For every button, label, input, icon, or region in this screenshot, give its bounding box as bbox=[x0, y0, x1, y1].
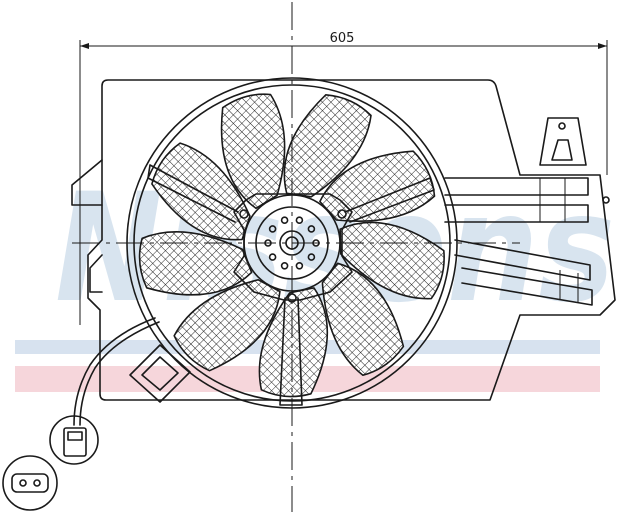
fan-struts bbox=[147, 164, 435, 406]
hub-hole bbox=[295, 261, 304, 270]
fan-blade bbox=[283, 94, 372, 198]
hub-hole bbox=[268, 253, 277, 261]
fan-blade bbox=[319, 150, 436, 223]
connector-plug-circle bbox=[2, 455, 58, 511]
hub-hole bbox=[307, 225, 316, 233]
wiring-harness bbox=[2, 317, 160, 511]
hub-hole bbox=[307, 253, 316, 261]
hub-hole bbox=[280, 261, 289, 270]
fan-blade bbox=[258, 287, 329, 398]
hub-hole bbox=[295, 216, 304, 224]
fan-blade bbox=[138, 231, 253, 296]
fan-blade bbox=[321, 262, 405, 376]
hub-holes bbox=[264, 216, 320, 270]
hub-hole bbox=[280, 216, 289, 224]
dimension-605: 605 bbox=[79, 31, 608, 325]
fan-blade bbox=[220, 93, 286, 210]
center-lines bbox=[72, 2, 520, 512]
fan-blade bbox=[173, 279, 281, 372]
fan-blade bbox=[339, 221, 445, 300]
hub-hole bbox=[268, 225, 277, 233]
connector-detail-circle bbox=[49, 415, 99, 465]
dimension-label: 605 bbox=[330, 31, 355, 46]
